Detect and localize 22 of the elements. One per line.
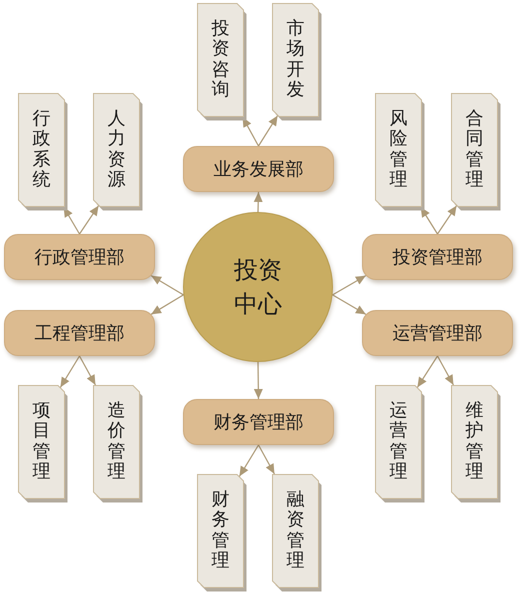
department-box: 行政管理部 [4, 234, 155, 280]
arrow [150, 275, 184, 296]
arrow [258, 115, 278, 146]
department-box: 业务发展部 [183, 146, 334, 192]
arrow [78, 356, 96, 386]
arrow [437, 205, 458, 234]
arrow [60, 356, 80, 388]
hub-circle: 投资中心 [183, 212, 333, 362]
arrow [332, 294, 366, 315]
department-box: 运营管理部 [362, 310, 513, 356]
arrow [258, 444, 275, 474]
department-box: 工程管理部 [4, 310, 155, 356]
department-box: 财务管理部 [183, 399, 334, 445]
arrow [150, 294, 184, 315]
arrow [436, 356, 454, 386]
arrow [79, 205, 100, 234]
arrow [254, 192, 263, 212]
department-box: 投资管理部 [362, 234, 513, 280]
arrow [238, 444, 260, 477]
arrow [416, 356, 438, 388]
arrow [254, 362, 263, 399]
arrow [332, 275, 366, 296]
